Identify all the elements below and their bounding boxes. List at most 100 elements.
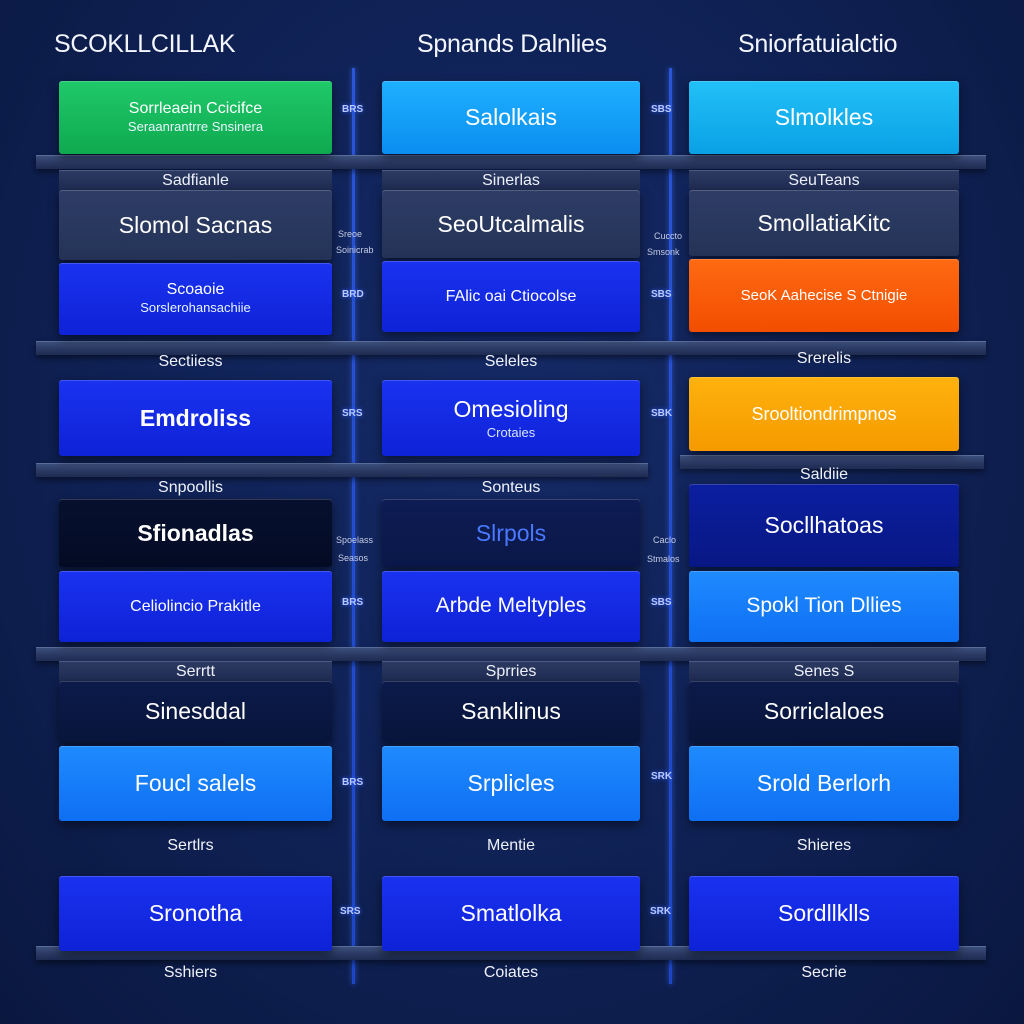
label-col1-6: Sshiers <box>163 964 218 981</box>
guide-line-left <box>352 68 355 984</box>
tile-title: Slrpols <box>475 519 547 546</box>
tile-title: Sronotha <box>148 900 243 927</box>
tile-subtitle: Crotaies <box>486 424 536 440</box>
connector-tag: Seasos <box>338 553 369 563</box>
shelf-4 <box>36 647 986 661</box>
tile-col1-row4[interactable]: Emdroliss <box>59 380 332 456</box>
connector-tag: Caclo <box>653 535 677 545</box>
tile-title: Sorrleaein Ccicifce <box>128 99 263 117</box>
label-col2-2: Seleles <box>484 353 538 370</box>
column-header-1: SCOKLLCILLAK <box>54 30 236 58</box>
tile-title: Omesioling <box>453 396 569 423</box>
label-col1-4: Serrtt <box>59 661 332 681</box>
tile-col2-row8[interactable]: Srplicles <box>382 746 640 821</box>
connector-tag: BRD <box>342 289 364 300</box>
tile-title: SeoK Aahecise S Ctnigie <box>740 287 908 304</box>
label-col3-6: Secrie <box>801 964 847 981</box>
label-col2-1: Sinerlas <box>382 170 640 190</box>
tile-title: Slmolkles <box>774 104 874 131</box>
tile-title: Srold Berlorh <box>756 770 892 797</box>
tile-title: Sordllklls <box>777 900 871 927</box>
connector-tag: SBK <box>651 408 673 419</box>
shelf-3b <box>680 455 984 469</box>
tile-title: Arbde Meltyples <box>435 594 587 618</box>
tile-title: Sanklinus <box>461 698 561 725</box>
label-col1-3: Snpoollis <box>158 479 223 496</box>
tile-col1-row9[interactable]: Sronotha <box>59 876 332 951</box>
tile-title: Smatlolka <box>460 900 562 927</box>
connector-tag: Spoelass <box>336 535 374 545</box>
tile-title: FAlic oai Ctiocolse <box>445 287 577 305</box>
tile-title: Sorriclaloes <box>763 698 885 725</box>
connector-tag: Smsonk <box>647 247 680 257</box>
label-col3-1: SeuTeans <box>689 170 959 190</box>
tile-col2-row3[interactable]: FAlic oai Ctiocolse <box>382 261 640 332</box>
tile-title: Sinesddal <box>144 698 247 725</box>
tile-col3-row4[interactable]: Srooltiondrimpnos <box>689 377 959 451</box>
tile-title: Emdroliss <box>139 404 252 431</box>
label-col3-5: Shieres <box>796 837 852 854</box>
label-col1-5: Sertlrs <box>167 837 214 854</box>
tile-title: Salolkais <box>464 104 558 131</box>
label-col2-5: Mentie <box>486 837 536 854</box>
tile-col1-row1[interactable]: Sorrleaein Ccicifce Seraanrantrre Snsine… <box>59 81 332 154</box>
tile-col1-row8[interactable]: Foucl salels <box>59 746 332 821</box>
tile-col1-row6[interactable]: Celiolincio Prakitle <box>59 571 332 642</box>
tile-col2-row2[interactable]: SeoUtcalmalis <box>382 190 640 258</box>
connector-tag: BRS <box>342 104 364 115</box>
tile-col3-row2[interactable]: SmollatiaKitc <box>689 190 959 256</box>
label-col3-3: Saldiie <box>799 466 849 483</box>
shelf-2 <box>36 341 986 355</box>
tile-col3-row7[interactable]: Sorriclaloes <box>689 681 959 742</box>
connector-tag: SRK <box>651 771 673 782</box>
connector-tag: Cuccto <box>654 231 683 241</box>
label-col2-6: Coiates <box>483 964 539 981</box>
tile-col2-row6[interactable]: Arbde Meltyples <box>382 571 640 642</box>
connector-tag: Stmalos <box>647 554 680 564</box>
connector-tag: Soinicrab <box>336 245 374 255</box>
label-col2-4: Sprries <box>382 661 640 681</box>
connector-tag: BRS <box>342 597 364 608</box>
tile-col2-row9[interactable]: Smatlolka <box>382 876 640 951</box>
connector-tag: Sreoe <box>338 229 363 239</box>
tile-col3-row3[interactable]: SeoK Aahecise S Ctnigie <box>689 259 959 332</box>
tile-col1-row7[interactable]: Sinesddal <box>59 681 332 742</box>
connector-tag: BRS <box>342 777 364 788</box>
tile-col3-row5[interactable]: Socllhatoas <box>689 484 959 567</box>
tile-title: Celiolincio Prakitle <box>130 597 261 615</box>
connector-tag: SRK <box>650 906 672 917</box>
tile-subtitle: Seraanrantrre Snsinera <box>127 118 264 134</box>
connector-tag: SRS <box>342 408 363 419</box>
tile-title: Socllhatoas <box>764 512 884 539</box>
tile-subtitle: Sorslerohansachiie <box>140 300 251 316</box>
tile-col2-row5[interactable]: Slrpols <box>382 499 640 567</box>
guide-line-right <box>669 68 672 984</box>
label-col2-3: Sonteus <box>481 479 541 496</box>
label-col1-1: Sadfianle <box>59 170 332 190</box>
shelf-3 <box>36 463 648 477</box>
tile-col3-row1[interactable]: Slmolkles <box>689 81 959 154</box>
connector-tag: SRS <box>340 906 361 917</box>
tile-title: Scoaoie <box>166 281 225 299</box>
tile-title: Srooltiondrimpnos <box>751 403 897 424</box>
tile-col1-row2[interactable]: Slomol Sacnas <box>59 190 332 260</box>
label-col3-2: Srerelis <box>796 350 852 367</box>
tile-col3-row6[interactable]: Spokl Tion Dllies <box>689 571 959 642</box>
column-header-3: Sniorfatuialctio <box>738 30 898 58</box>
connector-tag: SBS <box>651 597 672 608</box>
tile-col2-row4[interactable]: Omesioling Crotaies <box>382 380 640 456</box>
tile-title: Spokl Tion Dllies <box>746 594 902 618</box>
tile-col1-row5[interactable]: Sfionadlas <box>59 499 332 567</box>
tile-title: Sfionadlas <box>137 519 254 546</box>
tile-col3-row8[interactable]: Srold Berlorh <box>689 746 959 821</box>
tile-col2-row1[interactable]: Salolkais <box>382 81 640 154</box>
tile-col3-row9[interactable]: Sordllklls <box>689 876 959 951</box>
tile-title: SmollatiaKitc <box>757 209 891 236</box>
connector-tag: SBS <box>651 289 672 300</box>
label-col1-2: Sectiiess <box>158 353 223 370</box>
label-col3-4: Senes S <box>689 661 959 681</box>
tile-col1-row3[interactable]: Scoaoie Sorslerohansachiie <box>59 263 332 335</box>
connector-tag: SBS <box>651 104 672 115</box>
tile-title: Slomol Sacnas <box>118 211 273 238</box>
tile-col2-row7[interactable]: Sanklinus <box>382 681 640 742</box>
